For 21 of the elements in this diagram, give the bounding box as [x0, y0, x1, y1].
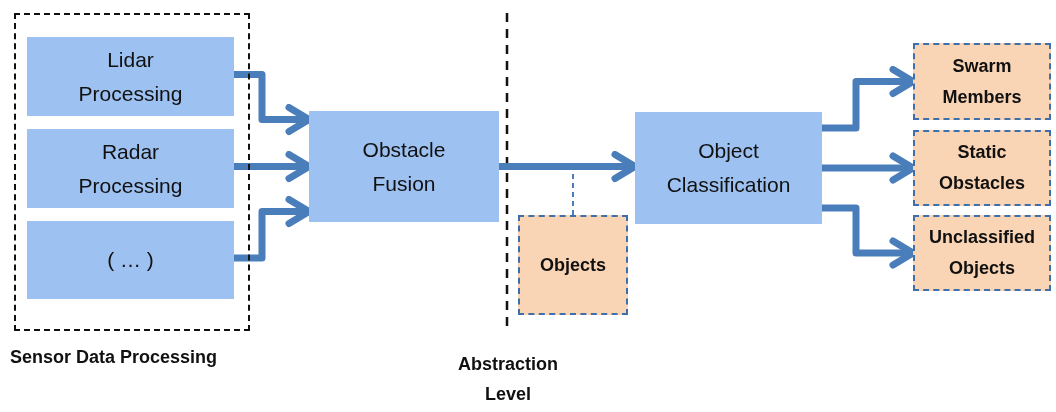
node-label: Obstacle Fusion	[361, 136, 447, 197]
node-label: Objects	[540, 253, 606, 277]
node-label: Object Classification	[665, 138, 792, 198]
output-box	[518, 215, 628, 315]
node-label: Lidar Processing	[77, 46, 184, 107]
leader-line	[572, 166, 574, 216]
axis-label: Abstraction Level	[457, 353, 559, 406]
output-box	[913, 43, 1051, 120]
node-label: Unclassified Objects	[927, 226, 1036, 280]
node-label: ( … )	[107, 247, 154, 274]
node-label: Swarm Members	[941, 54, 1023, 109]
process-box	[635, 112, 822, 224]
process-box	[309, 111, 499, 222]
output-box	[913, 130, 1051, 206]
process-box	[27, 129, 234, 208]
group-label: Sensor Data Processing	[10, 347, 218, 369]
output-box	[913, 215, 1051, 291]
process-box	[27, 221, 234, 299]
node-label: Static Obstacles	[937, 141, 1026, 195]
process-box	[27, 37, 234, 116]
node-label: Radar Processing	[77, 138, 184, 199]
